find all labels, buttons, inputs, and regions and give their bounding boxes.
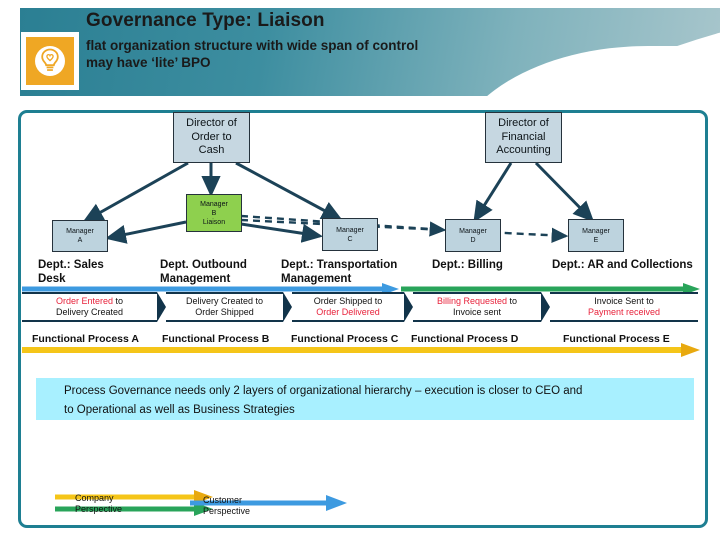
process-step-b[interactable]: Delivery Created to Order Shipped [166, 292, 283, 322]
dept-label-transportation-management: Dept.: Transportation Management [281, 258, 397, 286]
dept-line-1: Dept.: Sales [38, 259, 104, 271]
manager-line-1: Manager [336, 226, 364, 234]
org-box-director-financial-accounting[interactable]: Director of Financial Accounting [485, 112, 562, 163]
header-subtitle-line-1: flat organization structure with wide sp… [86, 38, 419, 53]
callout-line-2: to Operational as well as Business Strat… [64, 404, 295, 416]
org-box-manager-e[interactable]: Manager E [568, 219, 624, 252]
dept-label-billing: Dept.: Billing [432, 258, 503, 272]
manager-line-2: D [470, 236, 476, 244]
director-line-1: Director of [186, 117, 237, 130]
manager-line-1: Manager [200, 200, 228, 208]
functional-arrowhead [681, 343, 700, 357]
lightbulb-heart-icon [35, 46, 65, 76]
chevron-separator-3 [404, 292, 413, 322]
legend-customer-line-2: Perspective [203, 506, 251, 516]
manager-line-1: Manager [66, 228, 94, 235]
process-a-from: Order Entered [55, 296, 113, 306]
manager-line-2: B [211, 209, 217, 217]
process-step-a[interactable]: Order Entered to Delivery Created [22, 292, 157, 322]
process-d-from: Billing Requested [436, 296, 508, 306]
process-b-to: Order Shipped [195, 307, 254, 317]
dept-line-1: Dept. Outbound [160, 259, 247, 271]
logo-frame [22, 33, 78, 89]
chevron-separator-1 [157, 292, 166, 322]
process-step-e[interactable]: Invoice Sent to Payment received [550, 292, 698, 322]
legend-customer-line-1: Customer [203, 495, 243, 505]
legend-company-line-1: Company [75, 493, 114, 503]
dept-line-1: Dept.: AR and Collections [552, 259, 693, 271]
process-a-to: Delivery Created [55, 307, 123, 317]
process-b-from: Delivery Created [185, 296, 253, 306]
header-banner [20, 8, 720, 96]
process-e-mid: to [643, 296, 654, 306]
legend-customer-blue-arrowhead [326, 495, 347, 511]
functional-process-label-e: Functional Process E [563, 333, 670, 345]
org-box-manager-d[interactable]: Manager D [445, 219, 501, 252]
director-line-2: Financial [501, 130, 546, 143]
dept-line-2: Management [160, 273, 231, 285]
dept-line-1: Dept.: Billing [432, 259, 503, 271]
process-e-from: Invoice Sent [594, 296, 644, 306]
manager-line-2: E [593, 236, 599, 244]
org-box-manager-b-liaison[interactable]: Manager B Liaison [186, 194, 242, 232]
insight-callout: Process Governance needs only 2 layers o… [36, 378, 694, 420]
process-step-d[interactable]: Billing Requested to Invoice sent [413, 292, 541, 322]
process-d-to: Invoice sent [452, 307, 502, 317]
functional-process-label-a: Functional Process A [32, 333, 139, 345]
page-title: Governance Type: Liaison [86, 10, 325, 31]
chevron-separator-2 [283, 292, 292, 322]
process-step-c[interactable]: Order Shipped to Order Delivered [292, 292, 404, 322]
org-box-manager-a[interactable]: Manager A [52, 220, 108, 252]
manager-line-1: Manager [459, 227, 487, 235]
header-subtitle-line-2: may have ‘lite’ BPO [86, 55, 211, 70]
functional-process-label-b: Functional Process B [162, 333, 270, 345]
org-box-manager-c[interactable]: Manager C [322, 218, 378, 251]
dept-label-outbound-management: Dept. Outbound Management [160, 258, 247, 286]
dept-label-sales-desk: Dept.: Sales Desk [38, 258, 104, 286]
header-text-block: Governance Type: Liaison flat organizati… [86, 10, 556, 71]
legend-company-line-2: Perspective [75, 504, 123, 514]
director-line-3: Accounting [496, 144, 551, 157]
header-subtitle: flat organization structure with wide sp… [86, 37, 556, 71]
process-e-to: Payment received [587, 307, 661, 317]
process-c-to: Order Delivered [316, 307, 380, 317]
manager-line-3: Liaison [202, 218, 226, 226]
functional-process-label-d: Functional Process D [411, 333, 519, 345]
dept-line-2: Desk [38, 273, 66, 285]
legend-label-customer: Customer Perspective [203, 495, 250, 517]
dept-label-ar-collections: Dept.: AR and Collections [552, 258, 693, 272]
dept-line-2: Management [281, 273, 352, 285]
process-d-mid: to [507, 296, 518, 306]
director-line-3: Cash [198, 144, 225, 157]
manager-line-1: Manager [582, 227, 610, 235]
process-a-mid: to [113, 296, 124, 306]
logo-tile [26, 37, 74, 85]
functional-process-label-c: Functional Process C [291, 333, 399, 345]
callout-line-1: Process Governance needs only 2 layers o… [64, 385, 583, 397]
director-line-1: Director of [498, 117, 549, 130]
org-box-director-order-to-cash[interactable]: Director of Order to Cash [173, 112, 250, 163]
dept-line-1: Dept.: Transportation [281, 259, 398, 271]
process-c-mid: to [372, 296, 383, 306]
director-line-2: Order to [191, 130, 232, 143]
chevron-separator-4 [541, 292, 550, 322]
process-c-from: Order Shipped [313, 296, 373, 306]
manager-line-2: A [77, 237, 83, 244]
legend-label-company: Company Perspective [75, 493, 122, 515]
process-b-mid: to [253, 296, 264, 306]
manager-line-2: C [347, 235, 353, 243]
